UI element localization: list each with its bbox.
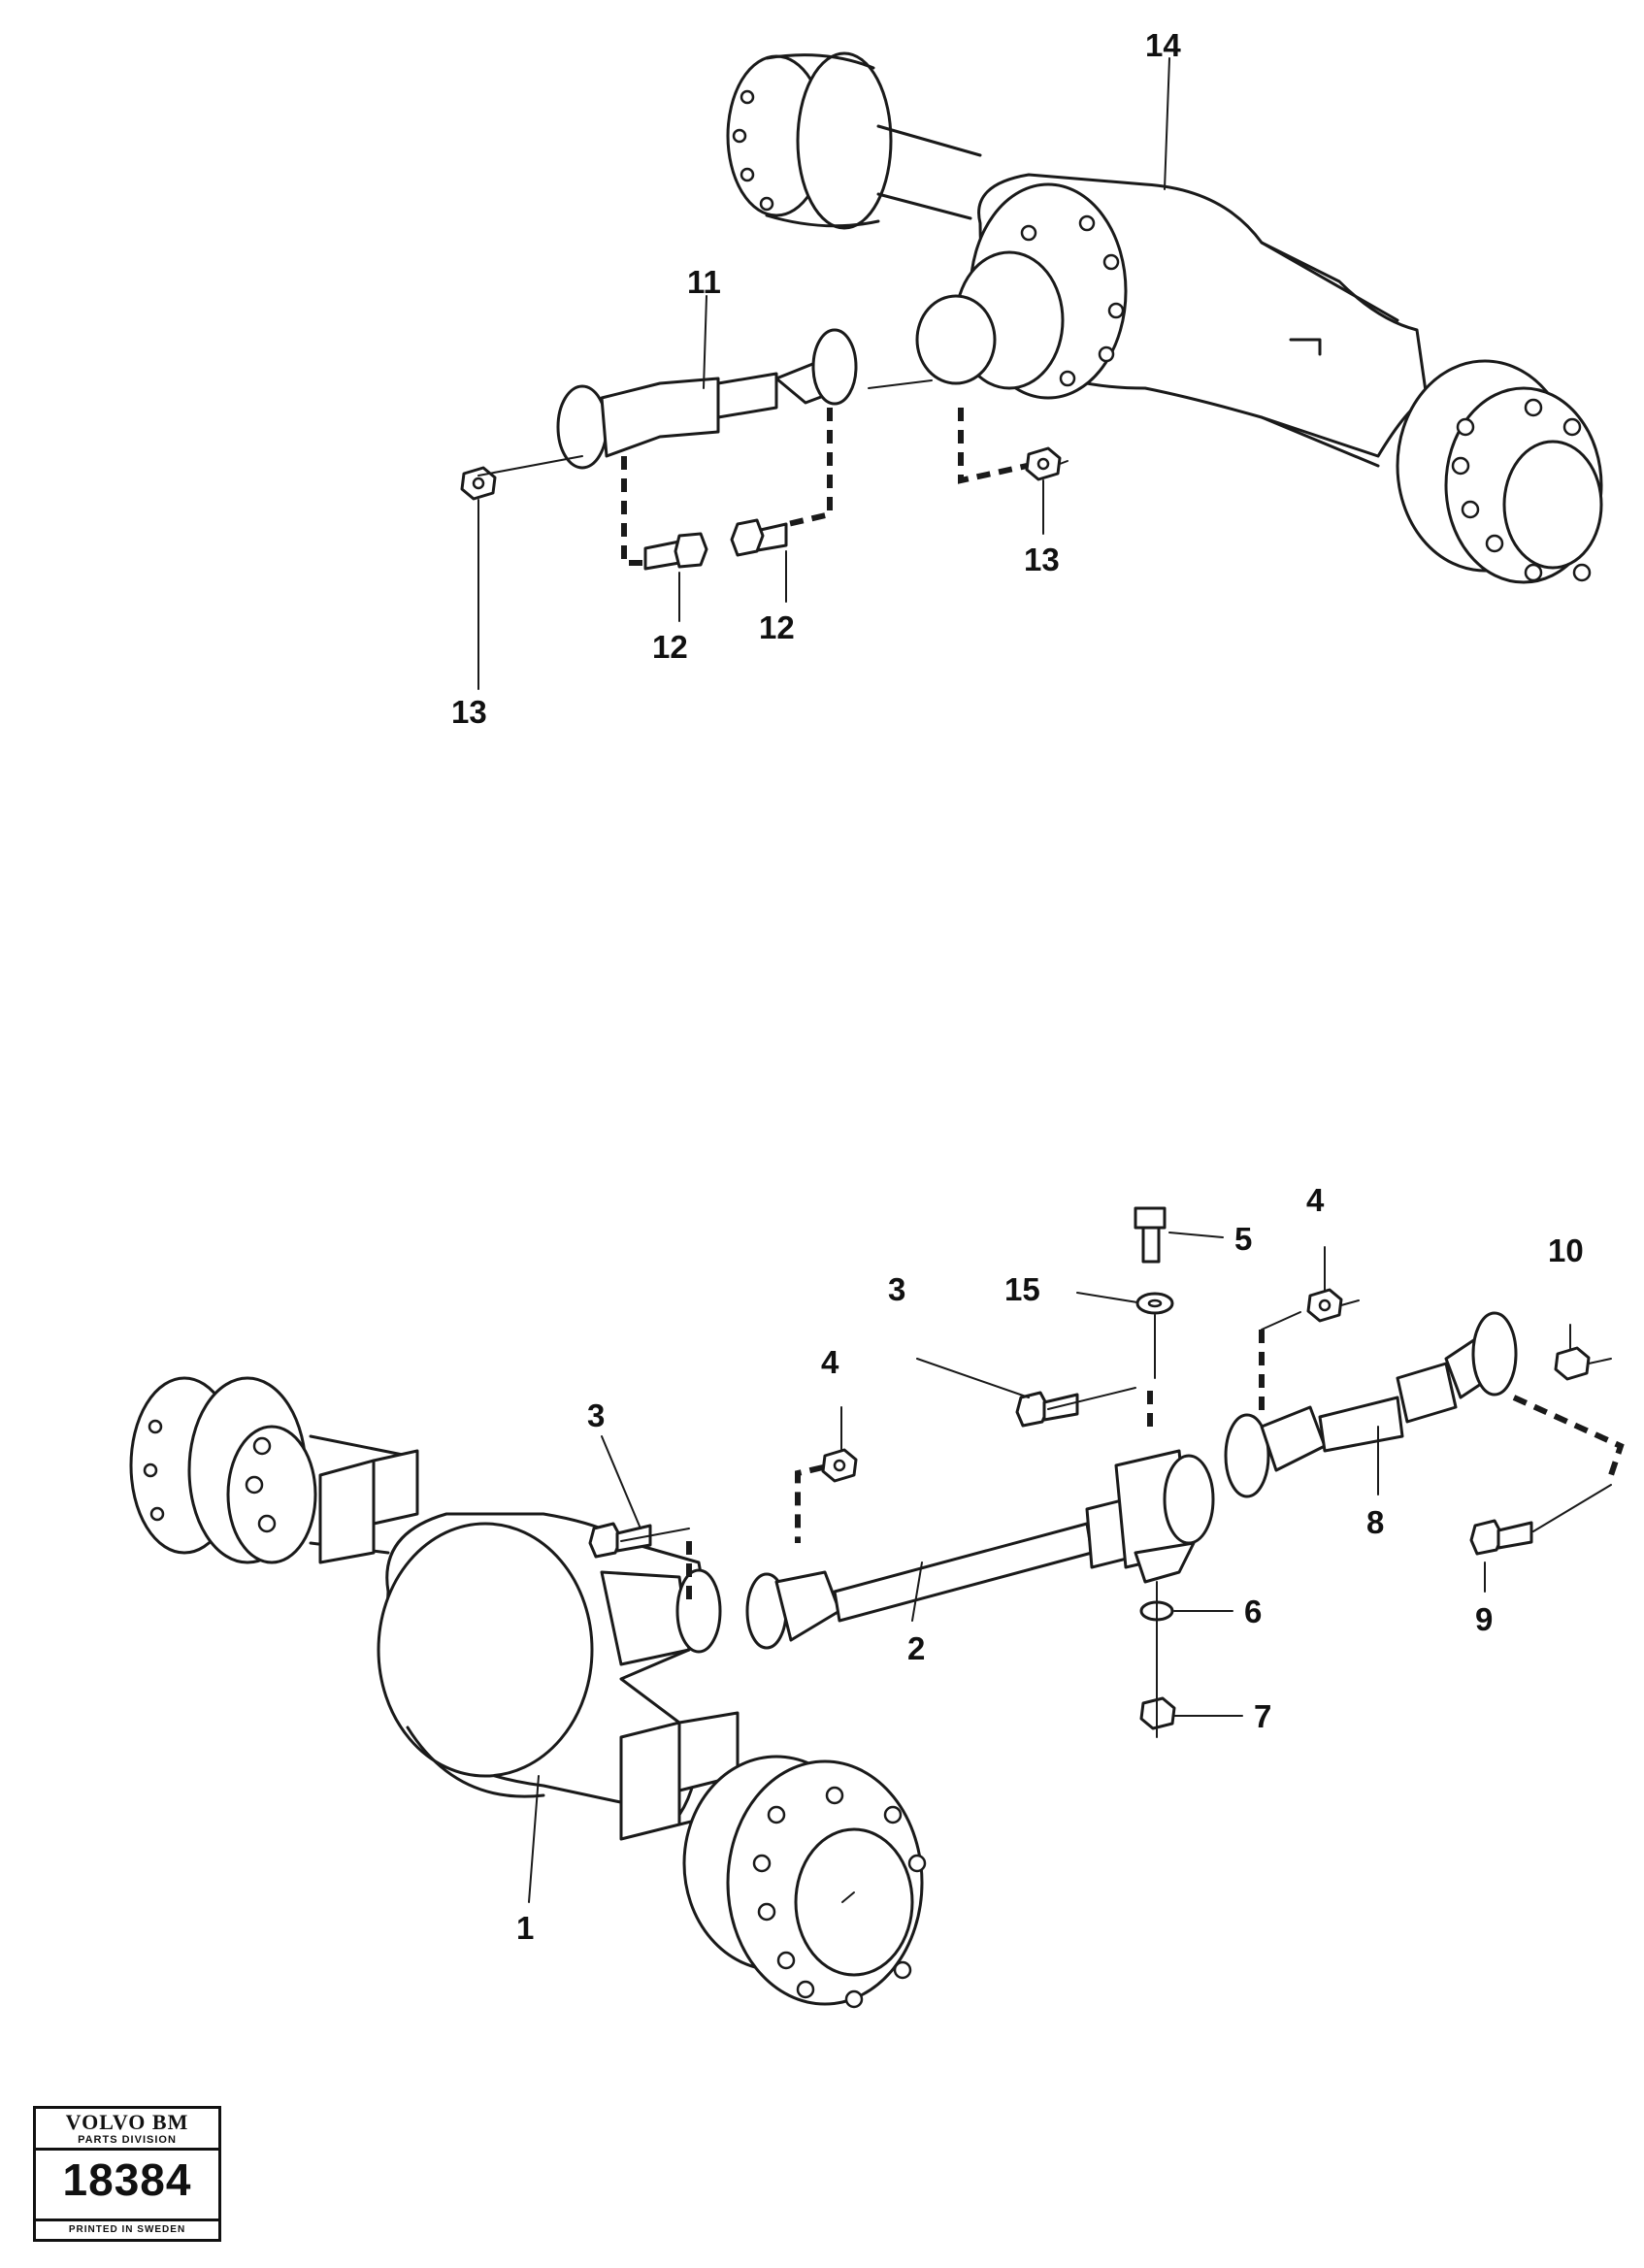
nut-13-left [460, 466, 497, 501]
callout-13-left: 13 [451, 694, 487, 730]
upper-axle-14 [726, 51, 1603, 584]
bolt-12-right [730, 518, 788, 557]
callout-3-left: 3 [587, 1397, 605, 1433]
callout-8: 8 [1366, 1504, 1384, 1540]
callout-4-left: 4 [821, 1344, 839, 1380]
stamp-division: PARTS DIVISION [36, 2134, 218, 2151]
callout-6: 6 [1244, 1594, 1262, 1629]
callout-4-right: 4 [1306, 1182, 1325, 1218]
bolt-5 [1134, 1206, 1167, 1264]
bolt-9 [1469, 1519, 1533, 1556]
nut-13-right [1025, 446, 1062, 481]
volvo-bm-stamp: VOLVO BM PARTS DIVISION 18384 PRINTED IN… [33, 2106, 221, 2242]
callout-15: 15 [1004, 1271, 1040, 1307]
bolt-12-left [643, 532, 708, 571]
stamp-code: 18384 [62, 2154, 192, 2205]
nut-4-right [1306, 1288, 1343, 1323]
propeller-shaft-11 [556, 328, 933, 470]
callout-9: 9 [1475, 1601, 1493, 1637]
callout-2: 2 [907, 1630, 925, 1666]
propeller-shaft-2 [745, 1497, 1133, 1650]
callout-13-right: 13 [1024, 542, 1060, 577]
propeller-shaft-8 [1224, 1311, 1518, 1498]
callout-7: 7 [1254, 1698, 1271, 1734]
nut-4-left [821, 1448, 858, 1483]
callout-11: 11 [687, 264, 721, 300]
callout-1: 1 [516, 1910, 534, 1946]
callout-10: 10 [1548, 1233, 1584, 1268]
bearing-support [1114, 1449, 1215, 1584]
callout-12-right: 12 [759, 609, 795, 645]
nut-10 [1554, 1346, 1591, 1381]
callout-5: 5 [1234, 1221, 1252, 1257]
lower-axle-1 [129, 1376, 927, 2009]
stamp-brand: VOLVO BM [65, 2110, 189, 2134]
callout-3-right: 3 [888, 1271, 905, 1307]
stamp-printed: PRINTED IN SWEDEN [36, 2219, 218, 2239]
washer-15 [1135, 1292, 1174, 1315]
callout-12-left: 12 [652, 629, 688, 665]
callout-14: 14 [1145, 27, 1181, 63]
bolt-3-right [1015, 1391, 1079, 1428]
